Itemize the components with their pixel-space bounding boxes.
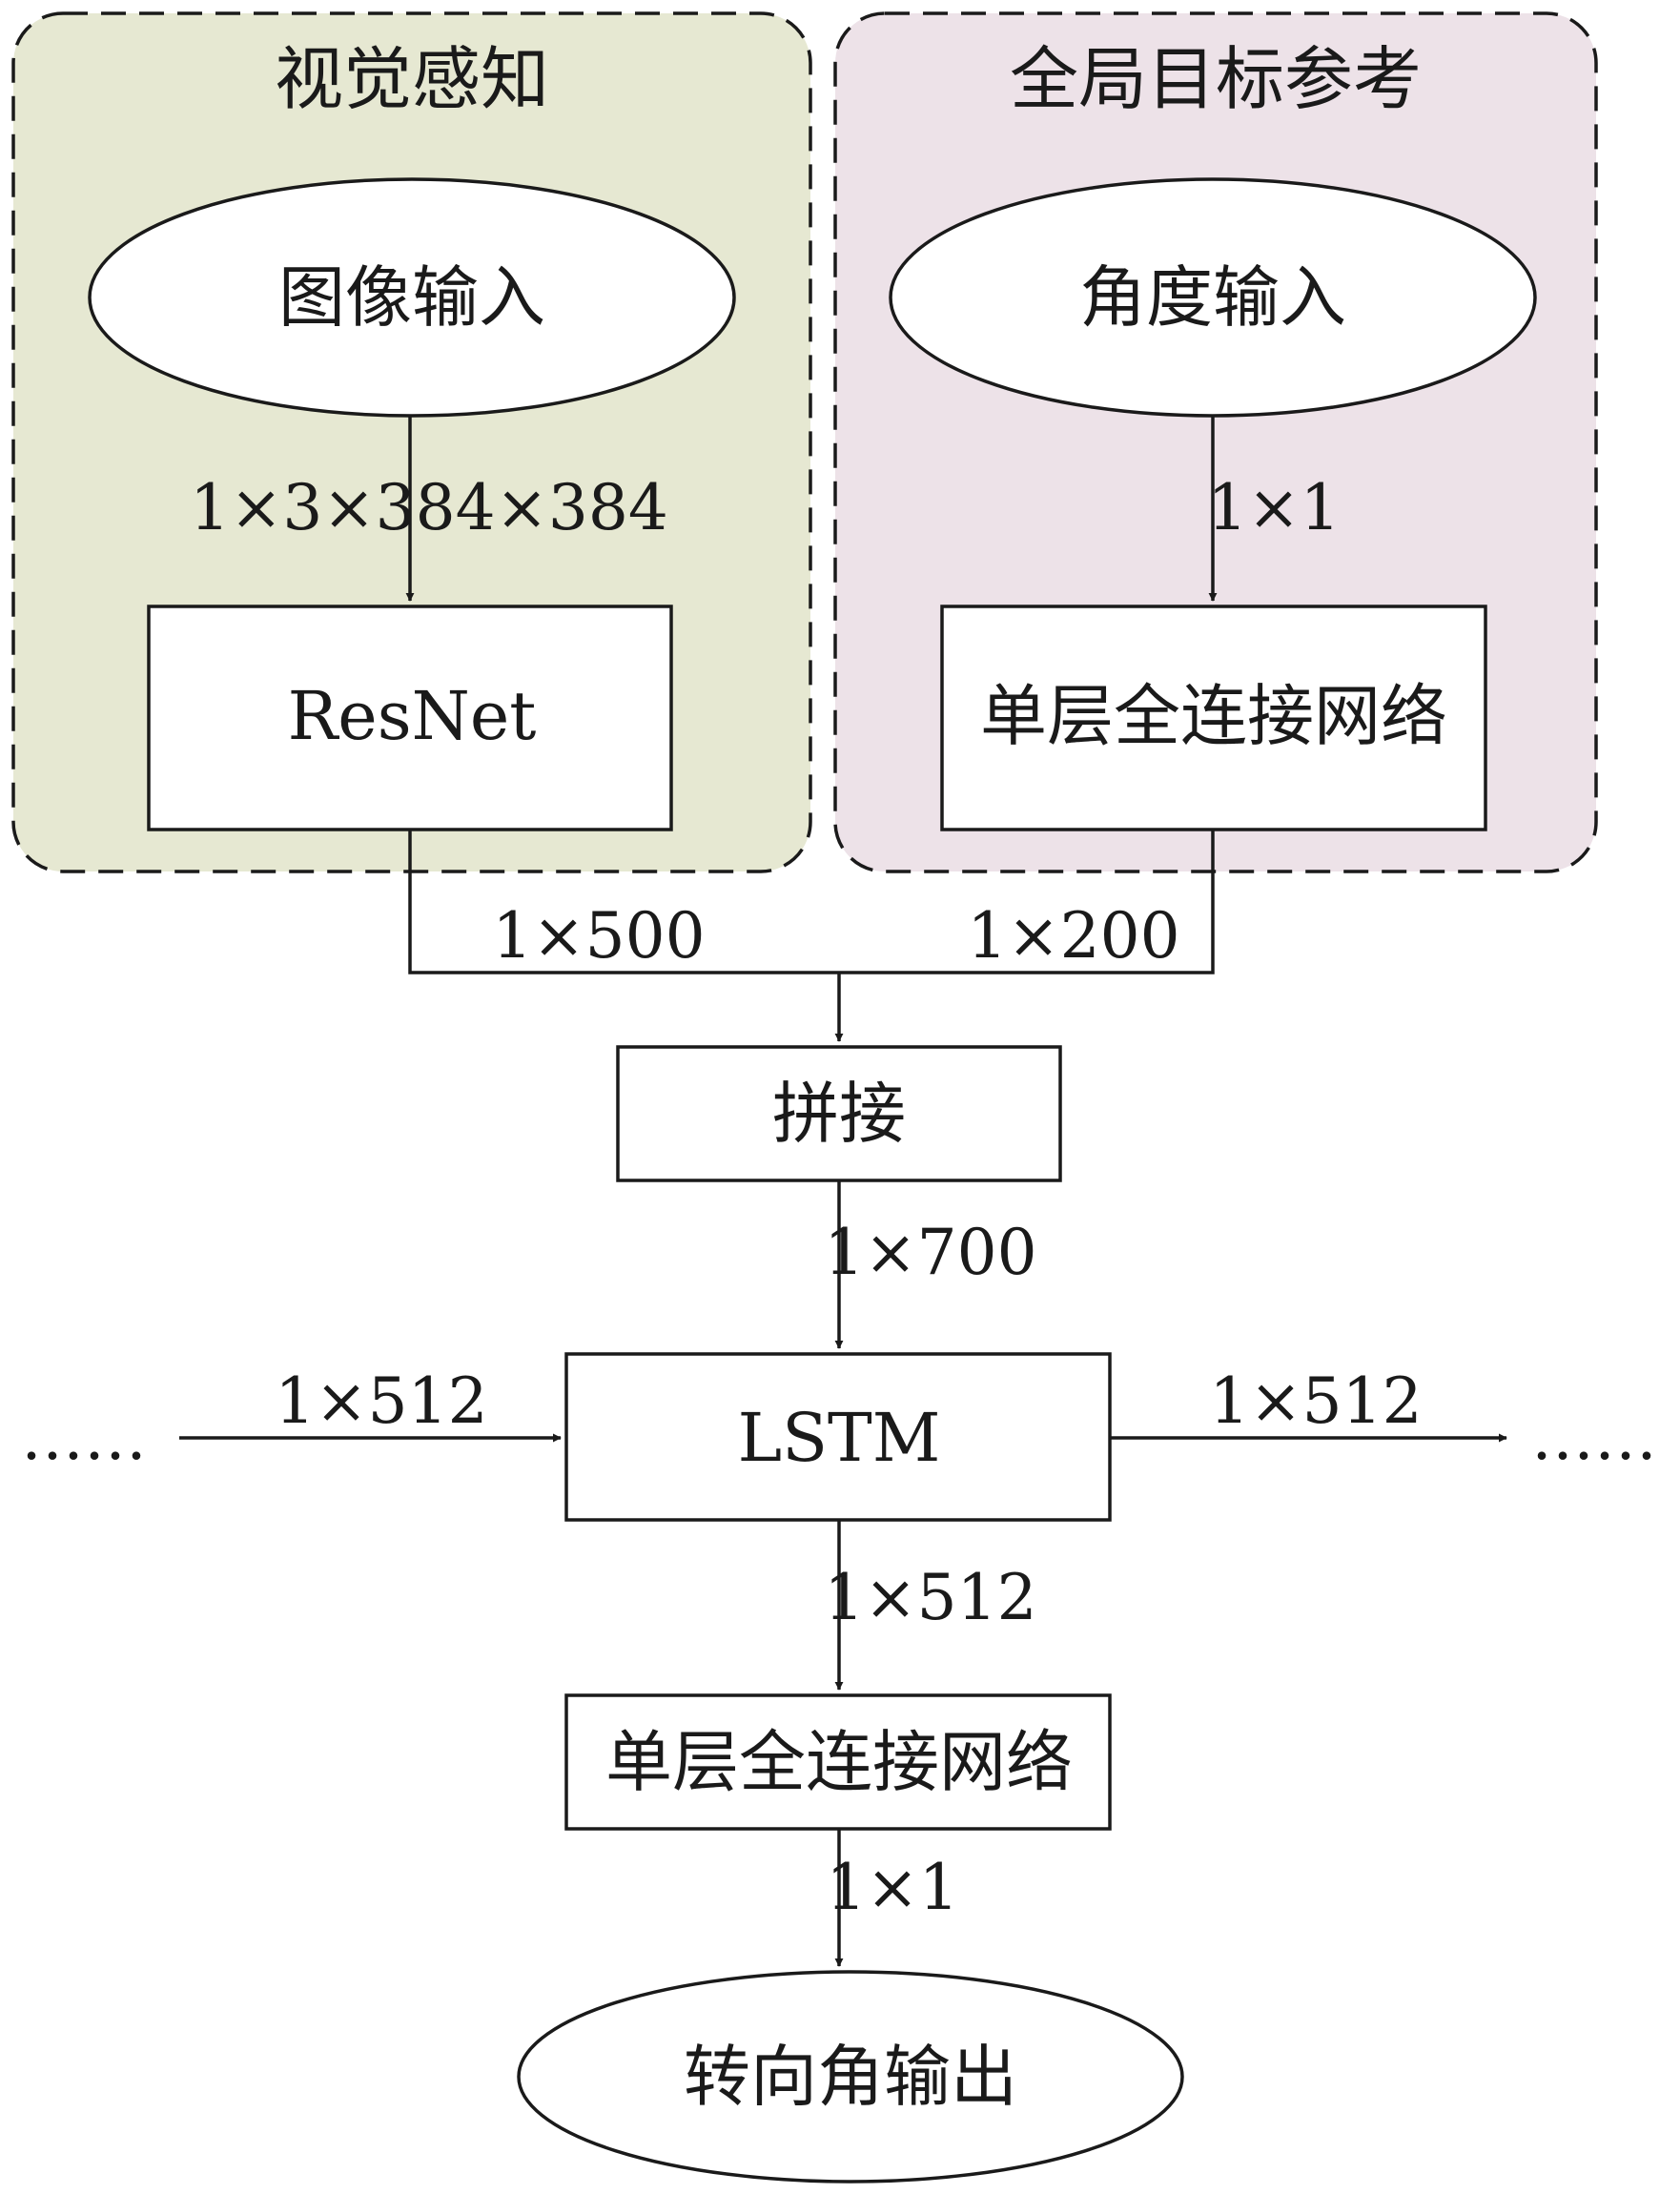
state-in-label: 1×512 <box>275 1364 487 1438</box>
merge-line <box>408 830 1215 974</box>
concat-label: 拼接 <box>772 1075 906 1153</box>
image-input-label: 图像输入 <box>278 258 545 337</box>
resnet-label: ResNet <box>288 677 537 755</box>
concat-box <box>616 1045 1062 1182</box>
fc-to-output-label: 1×1 <box>826 1851 958 1924</box>
angle-input-label: 角度输入 <box>1079 258 1346 337</box>
image-to-resnet-label: 1×3×384×384 <box>190 471 668 544</box>
image-input-node <box>88 177 736 418</box>
angle-to-fc-label: 1×1 <box>1207 471 1340 544</box>
lstm-to-fc-label: 1×512 <box>824 1561 1036 1634</box>
fc-to-concat-label: 1×200 <box>967 899 1179 973</box>
global-goal-title: 全局目标参考 <box>1010 39 1422 119</box>
fc-out-label: 单层全连接网络 <box>605 1723 1073 1801</box>
left-ellipsis: …… <box>21 1401 147 1474</box>
resnet-to-concat-label: 1×500 <box>492 899 705 973</box>
right-ellipsis: …… <box>1531 1401 1657 1474</box>
concat-to-lstm-label: 1×700 <box>824 1216 1036 1289</box>
state-out-label: 1×512 <box>1209 1364 1422 1438</box>
fc-goal-label: 单层全连接网络 <box>980 677 1447 755</box>
lstm-label: LSTM <box>738 1399 941 1477</box>
steer-output-label: 转向角输出 <box>684 2038 1017 2116</box>
visual-perception-title: 视觉感知 <box>275 39 549 119</box>
steer-output-node <box>517 1970 1184 2184</box>
